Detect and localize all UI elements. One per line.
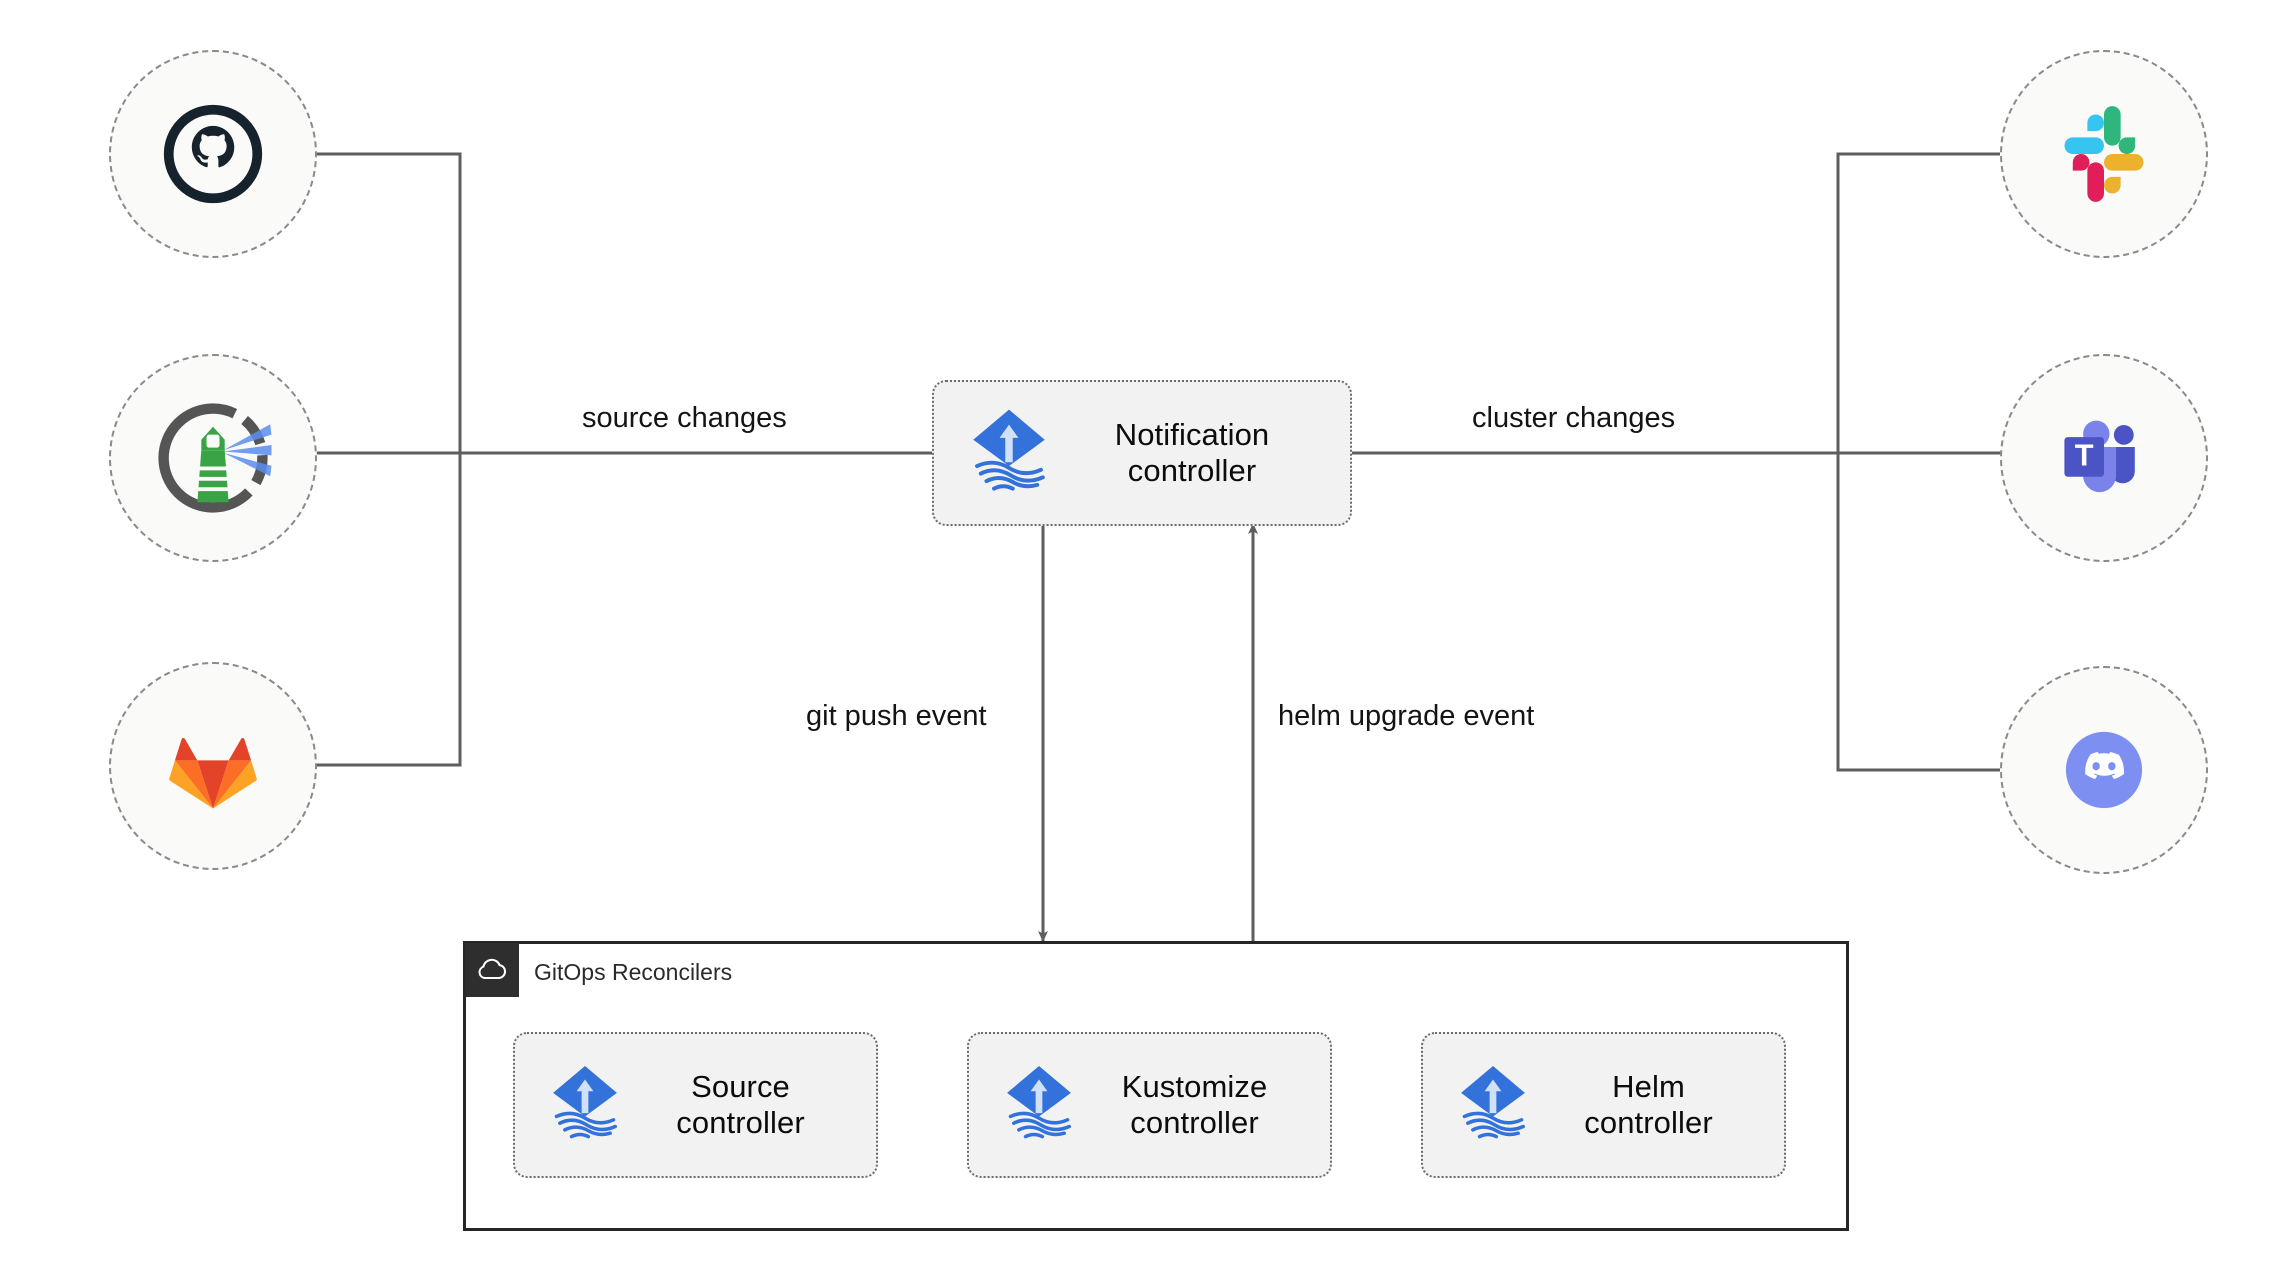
cloud-icon [478, 958, 507, 979]
flux-controller-icon [962, 404, 1056, 503]
microsoft-teams-icon: T [2064, 420, 2135, 493]
source-node-gitlab[interactable] [109, 662, 317, 870]
gitops-group-tab [465, 943, 519, 997]
destination-node-teams[interactable]: T [2000, 354, 2208, 562]
helm-controller-label: Helm controller [1535, 1069, 1784, 1141]
notification-controller-line2: controller [1127, 453, 1257, 488]
kustomize-controller-line2: controller [1130, 1105, 1259, 1140]
source-controller-box[interactable]: Source controller [513, 1032, 878, 1178]
notification-controller-line1: Notification [1114, 417, 1270, 453]
kustomize-controller-label: Kustomize controller [1081, 1069, 1330, 1141]
source-controller-label: Source controller [627, 1069, 876, 1141]
edge-label-cluster-changes: cluster changes [1466, 402, 1682, 435]
edge-branch-to-slack [1836, 149, 2041, 453]
github-icon [163, 104, 263, 204]
notification-controller-label: Notification controller [1056, 417, 1350, 489]
edge-label-helm-upgrade-event: helm upgrade event [1272, 700, 1541, 733]
slack-icon [2064, 106, 2144, 202]
edge-label-source-changes: source changes [576, 402, 793, 435]
source-node-flux[interactable] [109, 354, 317, 562]
helm-controller-line1: Helm [1612, 1069, 1685, 1105]
flux-controller-icon [997, 1061, 1081, 1150]
flux-lighthouse-icon [158, 403, 272, 513]
edge-label-git-push-event: git push event [800, 700, 993, 733]
helm-controller-box[interactable]: Helm controller [1421, 1032, 1786, 1178]
discord-icon [2065, 731, 2143, 809]
source-controller-line1: Source [691, 1069, 790, 1105]
kustomize-controller-line1: Kustomize [1121, 1069, 1268, 1105]
destination-node-discord[interactable] [2000, 666, 2208, 874]
source-node-github[interactable] [109, 50, 317, 258]
kustomize-controller-box[interactable]: Kustomize controller [967, 1032, 1332, 1178]
source-controller-line2: controller [676, 1105, 805, 1140]
edge-branch-to-discord [1836, 453, 2041, 775]
svg-text:T: T [2075, 438, 2094, 473]
gitops-group-title: GitOps Reconcilers [534, 959, 733, 985]
destination-node-slack[interactable] [2000, 50, 2208, 258]
notification-controller-box[interactable]: Notification controller [932, 380, 1352, 526]
helm-controller-line2: controller [1584, 1105, 1713, 1140]
flux-controller-icon [543, 1061, 627, 1150]
gitlab-icon [169, 737, 257, 809]
flux-controller-icon [1451, 1061, 1535, 1150]
